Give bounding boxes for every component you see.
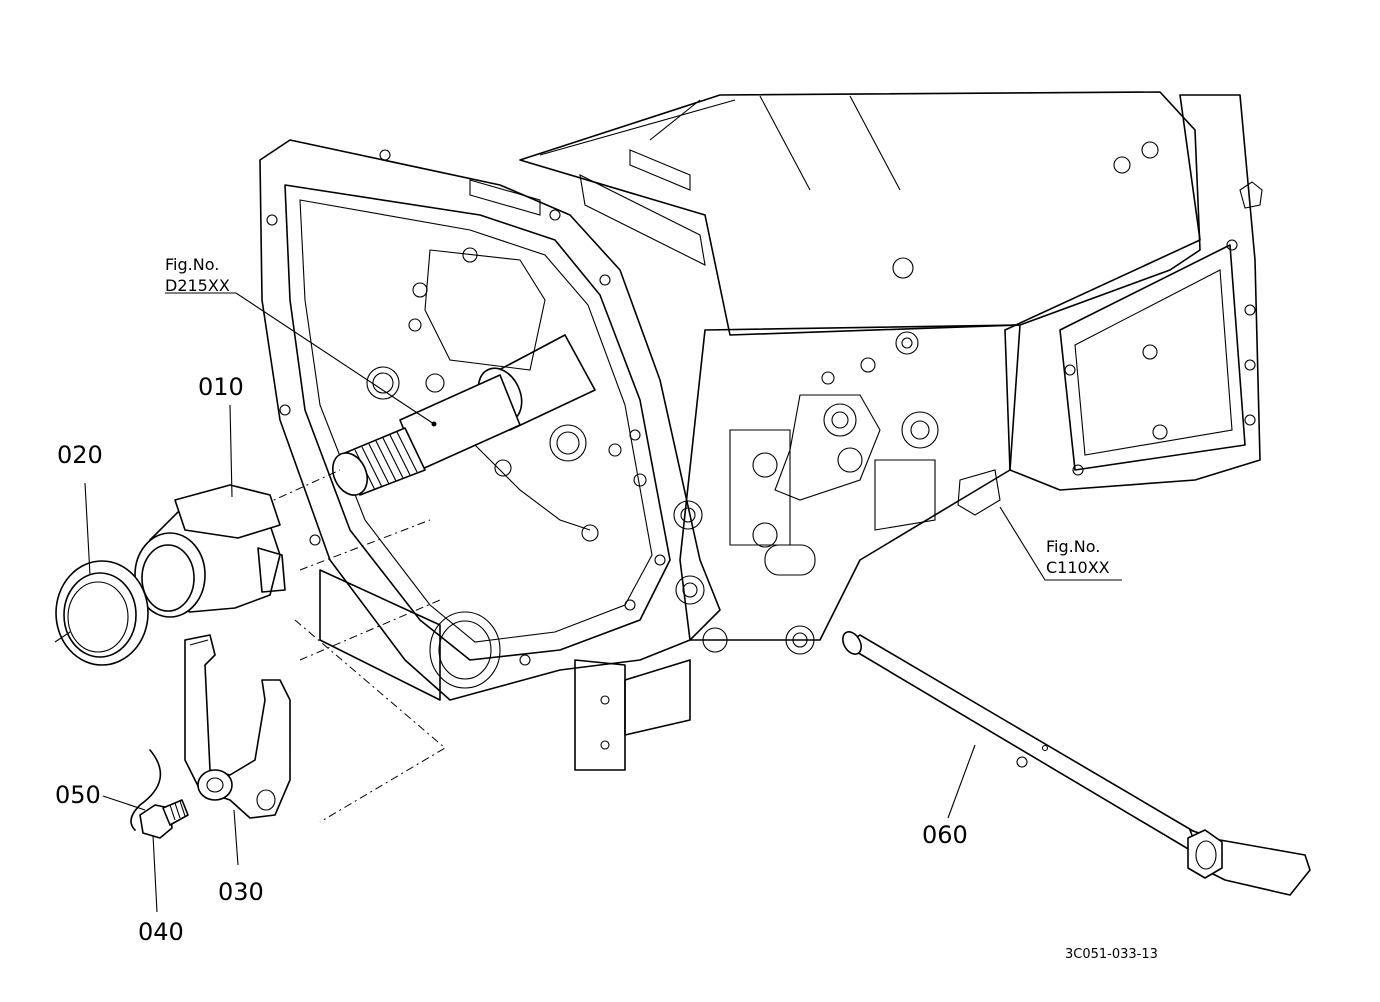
part-020-seal-ring [55,560,149,666]
figure-ref-d215[interactable]: Fig.No. D215XX [165,254,230,296]
callout-030: 030 [218,878,264,906]
callout-040: 040 [138,918,184,946]
figure-ref-c110[interactable]: Fig.No. C110XX [1046,536,1110,578]
drawing-code: 3C051-033-13 [1065,947,1158,962]
figure-ref-d215-line1: Fig.No. [165,255,220,274]
figure-ref-d215-line2: D215XX [165,276,230,295]
callout-010: 010 [198,373,244,401]
callout-050: 050 [55,781,101,809]
figure-ref-c110-line2: C110XX [1046,558,1110,577]
callout-060: 060 [922,821,968,849]
part-030-release-fork [184,634,291,819]
part-050-wire-clip [130,749,162,831]
callout-020: 020 [57,441,103,469]
figure-ref-c110-line1: Fig.No. [1046,537,1101,556]
part-060-shaft [842,631,1311,896]
part-010-release-hub [134,484,286,618]
leader-lines [54,292,1122,913]
part-040-bolt [139,799,189,839]
transmission-housing [229,91,1263,823]
